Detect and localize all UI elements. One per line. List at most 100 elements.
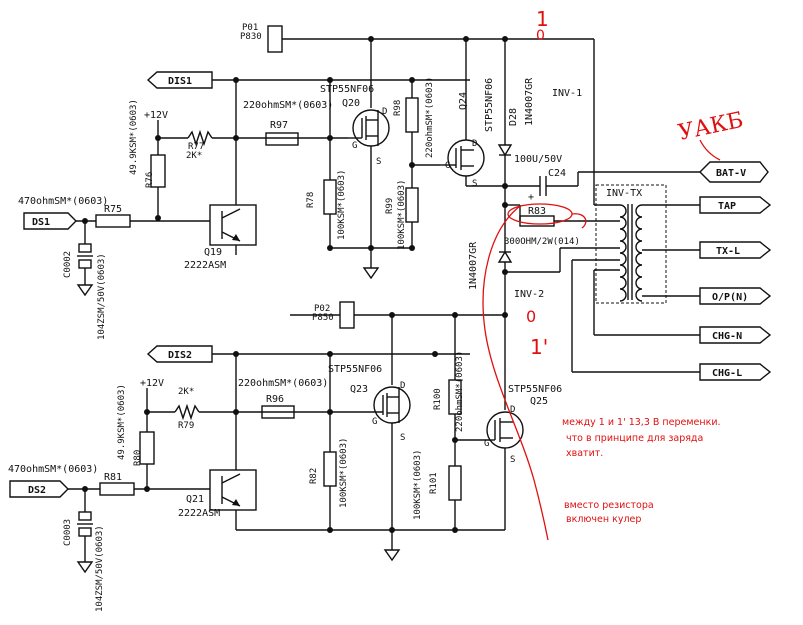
q21-transistor (209, 469, 257, 511)
r75-label: R75 (104, 204, 122, 215)
q21-value: 2222ASM (178, 508, 220, 519)
q21-arrow (232, 499, 240, 506)
r81-value: 470ohmSM*(0603) (8, 464, 98, 475)
r98-label: R98 (393, 100, 403, 116)
c24-label: C24 (548, 168, 566, 179)
d28-diode (497, 144, 513, 157)
p01-label-2: P830 (240, 32, 262, 42)
q19-arrow (232, 234, 240, 241)
v12-label-2: +12V (140, 378, 164, 389)
q23-g: G (372, 417, 377, 427)
r97-value: 220ohmSM*(0603) (243, 100, 333, 111)
r77-label: R77 (188, 142, 204, 152)
r96-label: R96 (266, 394, 284, 405)
c0002-label: C0002 (63, 251, 73, 278)
p02-connector (339, 301, 355, 329)
r83-label: R83 (528, 206, 546, 217)
r78-value: 100KSM*(0603) (337, 170, 347, 240)
q24-value: STP55NF06 (484, 78, 495, 132)
r77-resistor (187, 129, 213, 147)
p01-connector (267, 25, 283, 53)
c0003-label: C0003 (63, 519, 73, 546)
tap-port-label: TAP (718, 201, 736, 212)
ground-icon (383, 549, 401, 562)
c0003-value: 104ZSM/50V(0603) (95, 525, 105, 612)
dis2-port-label: DIS2 (168, 350, 192, 361)
r99-label: R99 (385, 198, 395, 214)
r81-label: R81 (104, 472, 122, 483)
r75-value: 470ohmSM*(0603) (18, 196, 108, 207)
q23-value: STP55NF06 (328, 364, 382, 375)
r83-value: 300OHM/2W(014) (504, 237, 580, 247)
d28-label: D28 (508, 108, 519, 126)
q19-transistor (209, 204, 257, 246)
q25-d: D (510, 405, 515, 415)
note2-line1: вместо резистора (564, 500, 654, 511)
annotation-curve (482, 205, 549, 541)
c0002-value: 104ZSM/50V(0603) (97, 253, 107, 340)
p02-label: P02 (314, 304, 330, 314)
q21-collector (221, 473, 241, 484)
annotation-arrow (699, 139, 721, 161)
r98-value: 220ohmSM*(0603) (425, 77, 435, 158)
r101-label: R101 (429, 472, 439, 494)
q24-g: G (445, 161, 450, 171)
r76-value: 49.9KSM*(0603) (129, 99, 139, 175)
annotation-zero-top: 0 (536, 28, 545, 44)
q23-d: D (400, 381, 405, 391)
dis1-port-label: DIS1 (168, 76, 192, 87)
q25-value: STP55NF06 (508, 384, 562, 395)
q21-label: Q21 (186, 494, 204, 505)
r96-value: 220ohmSM*(0603) (238, 378, 328, 389)
q19-collector (221, 208, 241, 219)
r101-value: 100KSM*(0603) (413, 450, 423, 520)
inv2-label: INV-2 (514, 289, 544, 300)
q20-label: Q20 (342, 98, 360, 109)
annotation-one-top: 1 (536, 7, 549, 31)
q20-s: S (376, 157, 381, 167)
junction (432, 351, 438, 357)
r100-label: R100 (433, 388, 443, 410)
q25-s: S (510, 455, 515, 465)
ground-icon (362, 267, 380, 280)
note2-line2: включен кулер (566, 514, 641, 525)
annotation-r83-hook (571, 213, 587, 229)
c0002-capacitor-2 (78, 259, 92, 269)
r97-resistor (265, 132, 299, 146)
chg-l-port-label: CHG-L (712, 368, 742, 379)
annotation-tag: УАКБ (676, 108, 746, 146)
q23-label: Q23 (350, 384, 368, 395)
q24-d: D (472, 139, 477, 149)
q20-g: G (352, 141, 357, 151)
r82-label: R82 (309, 468, 319, 484)
r78-resistor (323, 179, 337, 215)
q20-value: STP55NF06 (320, 84, 374, 95)
c24-plus: + (528, 192, 534, 203)
annotation-one-prime: 1' (530, 335, 548, 359)
junction (144, 486, 150, 492)
r79-value: 2K* (178, 387, 194, 397)
inv1-label: INV-1 (552, 88, 582, 99)
r101-resistor (448, 465, 462, 501)
r99-value: 100KSM*(0603) (397, 180, 407, 250)
junction (233, 409, 239, 415)
q19-label: Q19 (204, 247, 222, 258)
bat-v-port (699, 161, 769, 183)
q25-mosfet (486, 411, 524, 449)
chg-n-port-label: CHG-N (712, 331, 742, 342)
d-lower-diode (497, 250, 513, 263)
ds1-port-label: DS1 (32, 217, 50, 228)
d-lower-label: 1N4007GR (468, 241, 479, 290)
junction (502, 312, 508, 318)
v12-label: +12V (144, 110, 168, 121)
r81-resistor (99, 482, 135, 496)
tx-l-port-label: TX-L (716, 246, 740, 257)
r79-resistor (174, 403, 200, 421)
tap-port (699, 196, 772, 214)
inv-tx-primary (619, 204, 627, 302)
ground-icon (76, 284, 94, 297)
r75-resistor (95, 214, 131, 228)
r100-value: 220ohmSM*(0603) (455, 351, 465, 432)
bat-v-port-label: BAT-V (716, 168, 746, 179)
op-n-port-label: O/P(N) (712, 292, 748, 303)
